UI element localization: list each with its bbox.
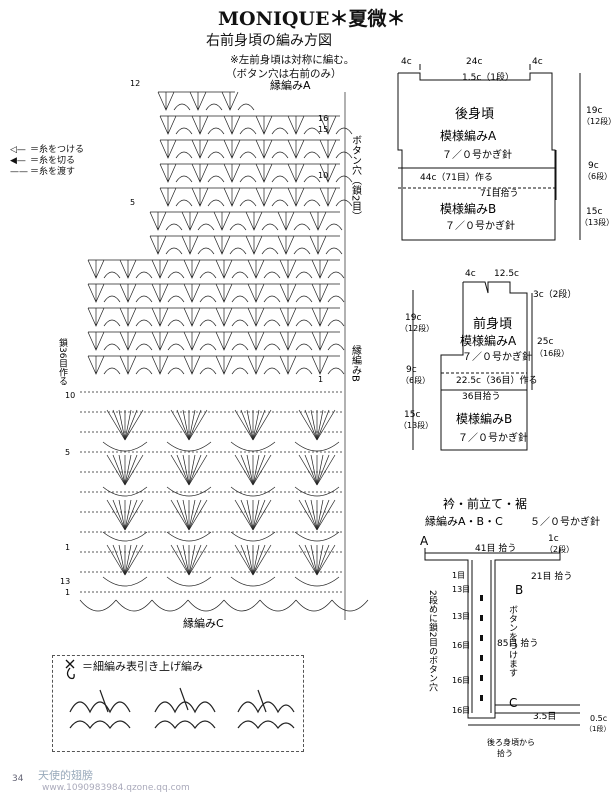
- front-dim-right-1b: （16段）: [535, 348, 569, 358]
- back-dim-right-3b: （13段）: [580, 217, 611, 227]
- legend-attach: ◁—＝糸をつける: [10, 145, 85, 155]
- front-title: 前身頃: [473, 316, 512, 332]
- front-hook-a: ７／０号かぎ針: [462, 350, 532, 363]
- back-dim-shoulder: 4c: [401, 57, 412, 67]
- front-dim-left-3: 15c: [404, 410, 420, 420]
- row-number: 1: [65, 543, 70, 552]
- row-number: 16: [318, 114, 328, 123]
- legend-carry: ——＝糸を渡す: [10, 167, 76, 177]
- row-number: 5: [130, 198, 135, 207]
- front-dim-top-right: 3c（2段）: [533, 288, 576, 300]
- page-title: MONIQUE＊夏微＊: [218, 8, 406, 30]
- edging-pick-41: 41目 拾う: [475, 542, 516, 554]
- edging-buttonhole-note: 2段めに鎖2目のボタン穴: [427, 590, 438, 692]
- back-dim-right-3: 15c: [586, 207, 602, 217]
- front-dim-left-3b: （13段）: [399, 420, 433, 430]
- edge-b-label: 縁編みB: [350, 344, 362, 382]
- edging-pick-1c: 1c: [548, 534, 559, 544]
- x-raised-stitch-icon: [65, 659, 75, 680]
- page-number: 34: [12, 774, 24, 784]
- back-hook-b: ７／０号かぎ針: [445, 219, 515, 232]
- front-dim-top-1: 4c: [465, 269, 476, 279]
- back-pick: 71目拾う: [480, 187, 518, 199]
- back-dim-neck: 24c: [466, 57, 482, 67]
- back-dim-right-2: 9c: [588, 161, 599, 171]
- row-number: 13: [60, 577, 70, 586]
- back-schematic: [397, 64, 581, 241]
- back-dim-right-1: 19c: [586, 106, 602, 116]
- row-number: 5: [65, 448, 70, 457]
- edging-row-13b: 13目: [452, 612, 470, 621]
- edging-row-16c: 16目: [452, 706, 470, 715]
- edging-dim-05: 0.5c: [590, 714, 607, 723]
- front-schematic: [412, 281, 533, 451]
- edging-label-c: C: [509, 696, 517, 710]
- button-hole-note: （ボタン穴は右前のみ）: [226, 68, 342, 80]
- watermark: 天使的翅膀: [38, 769, 93, 782]
- edge-a-label: 縁編みA: [270, 78, 311, 92]
- front-dim-left-1b: （12段）: [400, 323, 434, 333]
- back-pattern-a: 模様編みA: [440, 128, 497, 143]
- row-number: 12: [130, 79, 140, 88]
- edging-pick-21: 21目 拾う: [531, 570, 572, 582]
- front-hook-b: ７／０号かぎ針: [458, 431, 528, 444]
- front-dim-left-1: 19c: [405, 313, 421, 323]
- back-title: 後身頃: [455, 106, 494, 122]
- carry-arrow-icon: ——: [10, 167, 28, 177]
- back-dim-right-2b: （6段）: [583, 171, 611, 181]
- edging-row-16a: 16目: [452, 641, 470, 650]
- row-number: 15: [318, 125, 328, 134]
- edging-pick-1c-b: （2段）: [545, 544, 574, 554]
- edging-subtitle: 縁編みA・B・C: [425, 514, 503, 528]
- back-hook-a: ７／０号かぎ針: [442, 148, 512, 161]
- front-dim-top-2: 12.5c: [494, 269, 519, 279]
- row-number: 1: [65, 588, 70, 597]
- edging-pick-85: 85目 拾う: [497, 637, 538, 649]
- back-width: 44c（71目）作る: [420, 171, 493, 183]
- edging-label-a: A: [420, 534, 429, 548]
- edging-schematic: [424, 548, 580, 726]
- edging-row-13a: 13目: [452, 585, 470, 594]
- front-width: 22.5c（36目）作る: [456, 374, 537, 386]
- back-dim-right-1b: （12段）: [582, 116, 611, 126]
- front-dim-right-1: 25c: [537, 337, 553, 347]
- front-pattern-b: 模様編みB: [456, 411, 512, 426]
- front-dim-left-2: 9c: [406, 365, 417, 375]
- button-markers: [480, 595, 483, 701]
- button-hole-label: ボタン穴（鎖2目）: [350, 135, 362, 222]
- row-number: 1: [318, 375, 323, 384]
- back-dim-neck-depth: 1.5c（1段）: [462, 71, 514, 83]
- edging-bottom-note2: 拾う: [497, 748, 513, 758]
- edging-row-1: 1目: [452, 571, 465, 580]
- edging-label-b: B: [515, 583, 523, 597]
- front-pattern-a: 模様編みA: [460, 333, 517, 348]
- edge-c-label: 縁編みC: [183, 616, 224, 630]
- edging-pick-35: 3.5目: [533, 711, 556, 722]
- edging-hook: ５／０号かぎ針: [530, 515, 600, 528]
- chart-stitch-rows: [79, 91, 369, 620]
- edging-button-note: ボタンをつけます: [507, 605, 518, 677]
- edging-title: 衿・前立て・裾: [443, 496, 527, 511]
- stitch-illustrations: [69, 687, 295, 730]
- edging-dim-05b: （1段）: [585, 724, 610, 733]
- chart-subtitle: 右前身頃の編み方図: [206, 33, 332, 49]
- back-dim-shoulder-right: 4c: [532, 57, 543, 67]
- row-number: 10: [65, 391, 75, 400]
- attach-arrow-icon: ◁—: [10, 145, 26, 155]
- legend-cut: ◀—＝糸を切る: [10, 156, 76, 166]
- edging-bottom-note: 後ろ身頃から: [487, 737, 535, 747]
- symbol-legend-text: ＝細編み表引き上げ編み: [82, 660, 203, 673]
- front-pick: 36目拾う: [462, 390, 500, 402]
- row-number: 10: [318, 171, 328, 180]
- back-pattern-b: 模様編みB: [440, 201, 496, 216]
- edging-row-16b: 16目: [452, 676, 470, 685]
- watermark-url: www.1090983984.qzone.qq.com: [42, 783, 190, 793]
- symmetry-note: ※左前身頃は対称に編む。: [230, 54, 355, 66]
- chain-start-label: 鎖36目作る: [57, 337, 68, 386]
- front-dim-left-2b: （6段）: [401, 375, 430, 385]
- symbol-legend-box: [52, 655, 304, 752]
- cut-arrow-icon: ◀—: [10, 156, 26, 166]
